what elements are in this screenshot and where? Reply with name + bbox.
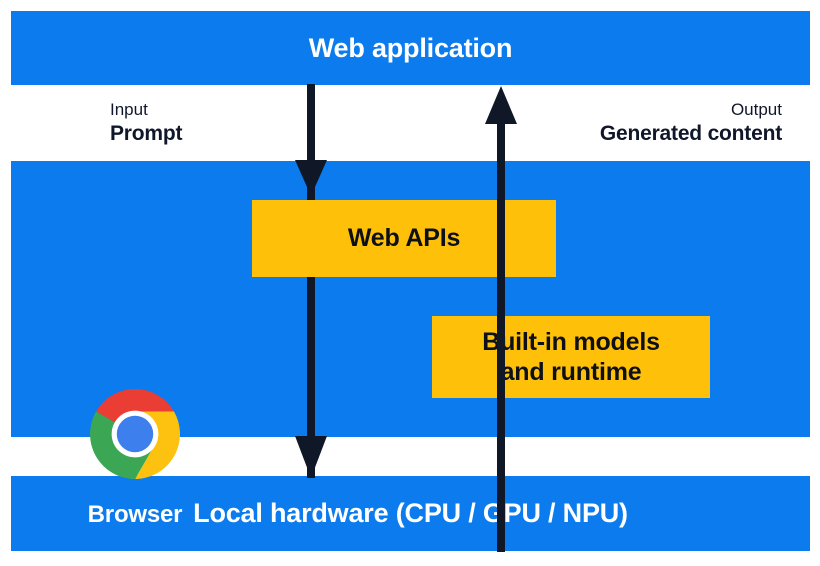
box-web-apis: Web APIs	[252, 200, 556, 277]
input-value-label: Prompt	[110, 121, 183, 145]
input-kind-label: Input	[110, 100, 148, 119]
input-label-group: Input Prompt	[110, 100, 183, 146]
output-kind-label: Output	[730, 100, 782, 119]
band-web-application-label: Web application	[308, 32, 513, 63]
down-arrow-request	[295, 84, 327, 478]
box-builtin-models-line2: and runtime	[500, 358, 642, 386]
chrome-logo-icon	[89, 388, 181, 480]
band-browser-label: Browser	[87, 501, 183, 528]
output-value-label: Generated content	[599, 121, 782, 145]
box-builtin-models: Built-in models and runtime	[432, 316, 710, 398]
output-label-group: Output Generated content	[600, 100, 782, 146]
up-arrow-response	[485, 86, 517, 552]
box-web-apis-label: Web APIs	[347, 224, 461, 252]
band-web-application: Web application	[11, 11, 810, 85]
band-local-hardware-label: Local hardware (CPU / GPU / NPU)	[193, 498, 628, 528]
box-builtin-models-line1: Built-in models	[482, 327, 660, 356]
band-local-hardware: Local hardware (CPU / GPU / NPU)	[11, 476, 810, 551]
box-builtin-models-label: Built-in models and runtime	[482, 327, 660, 388]
